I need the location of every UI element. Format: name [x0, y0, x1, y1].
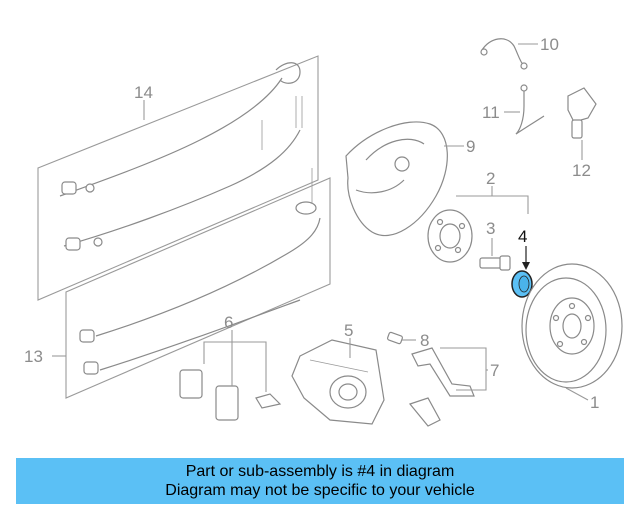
part-12-abs-sensor[interactable] — [567, 87, 597, 139]
callout-6: 6 — [224, 313, 233, 332]
caption-line-1: Part or sub-assembly is #4 in diagram — [185, 463, 455, 480]
part-11-brake-hose[interactable] — [515, 84, 545, 135]
part-2-wheel-hub[interactable] — [427, 209, 473, 263]
callout-11: 11 — [482, 103, 500, 122]
caption-banner: Part or sub-assembly is #4 in diagram Di… — [16, 458, 624, 504]
callout-7: 7 — [490, 361, 499, 380]
caption-line-2: Diagram may not be specific to your vehi… — [165, 482, 475, 499]
part-7-caliper-bracket[interactable] — [408, 347, 475, 427]
part-8-guide-pin[interactable] — [387, 331, 403, 345]
callout-8: 8 — [420, 331, 429, 350]
callout-4: 4 — [518, 227, 527, 246]
callout-10: 10 — [540, 35, 559, 54]
callout-2: 2 — [486, 169, 495, 188]
part-4-seal-highlighted[interactable] — [511, 246, 533, 298]
callout-12: 12 — [572, 161, 591, 180]
part-6-brake-pads[interactable] — [179, 369, 282, 421]
part-9-backing-plate[interactable] — [345, 121, 448, 237]
part-13-sensor-wire-rear[interactable] — [65, 168, 331, 399]
callout-1: 1 — [590, 393, 599, 412]
callout-9: 9 — [466, 137, 475, 156]
callout-13: 13 — [24, 347, 43, 366]
part-1-brake-disc[interactable] — [521, 263, 623, 389]
callout-14: 14 — [134, 83, 153, 102]
part-5-brake-caliper[interactable] — [291, 339, 385, 425]
part-14-sensor-wire-front[interactable] — [37, 55, 319, 301]
part-3-hub-bolt[interactable] — [479, 255, 511, 271]
callout-3: 3 — [486, 219, 495, 238]
part-10-brake-line[interactable] — [480, 38, 528, 70]
callout-5: 5 — [344, 321, 353, 340]
